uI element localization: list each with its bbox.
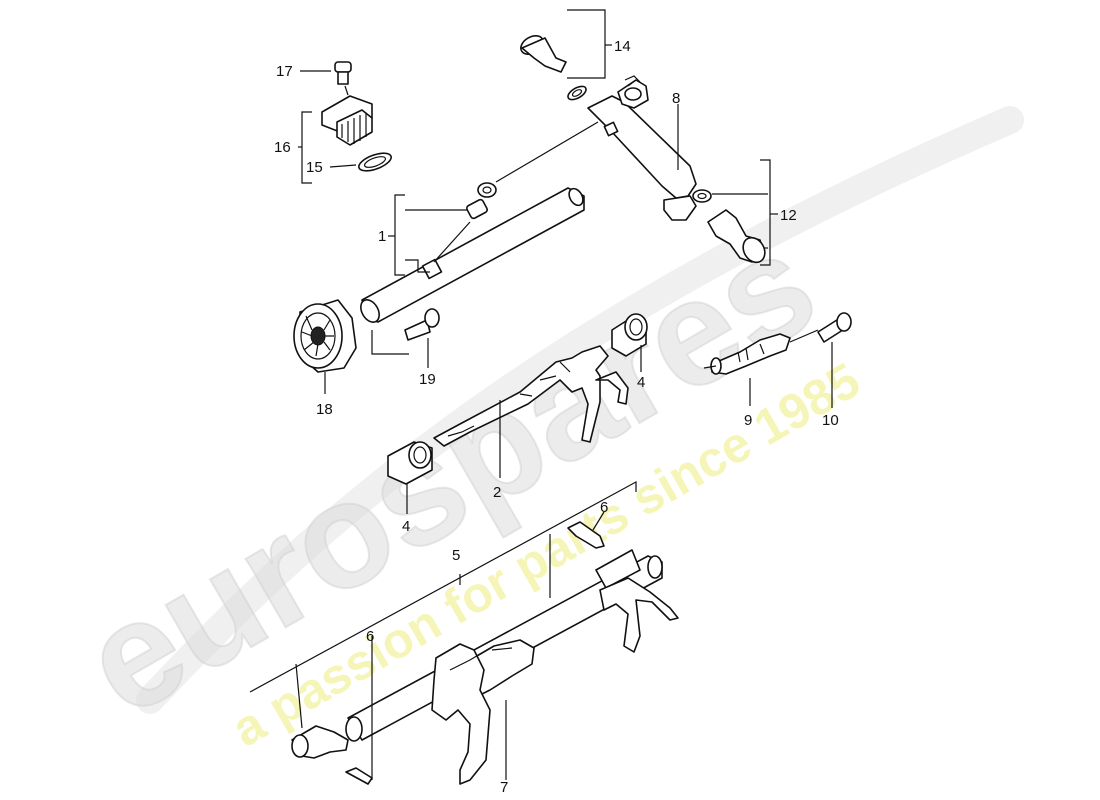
part-14-pin[interactable] [518,9,612,102]
part-1-shift-rod[interactable] [357,182,586,325]
callout-10: 10 [822,412,839,429]
part-6-clip-upper[interactable] [567,511,605,549]
part-10-screw[interactable] [817,312,852,408]
part-6-clip-lower[interactable] [291,636,507,785]
callout-6-upper: 6 [600,499,608,516]
part-4-bush-lower[interactable] [387,441,433,514]
part-9-lever[interactable] [703,329,819,406]
part-7-rod-forks[interactable] [345,549,679,785]
callout-2: 2 [493,484,501,501]
callout-15: 15 [306,159,323,176]
part-18-detent-cam[interactable] [293,299,409,394]
part-12-pin[interactable] [692,159,778,266]
callout-19: 19 [419,371,436,388]
bracket-5 [249,480,637,693]
callout-17: 17 [276,63,293,80]
part-4-bush-upper[interactable] [611,313,648,372]
part-16-bushing[interactable] [321,85,373,146]
callout-12: 12 [780,207,797,224]
callout-6-lower: 6 [366,628,374,645]
callout-4-lower: 4 [402,518,410,535]
callout-4-upper: 4 [637,374,645,391]
callout-18: 18 [316,401,333,418]
part-8-selector-lever[interactable] [495,75,697,221]
callout-1: 1 [378,228,386,245]
callout-9: 9 [744,412,752,429]
callout-8: 8 [672,90,680,107]
part-2-shift-fork[interactable] [433,345,629,478]
callout-7: 7 [500,779,508,796]
callout-16: 16 [274,139,291,156]
part-19-screw[interactable] [404,308,440,368]
part-15-o-ring[interactable] [329,150,393,175]
callout-14: 14 [614,38,631,55]
callout-5: 5 [452,547,460,564]
part-17-bolt[interactable] [300,61,352,85]
